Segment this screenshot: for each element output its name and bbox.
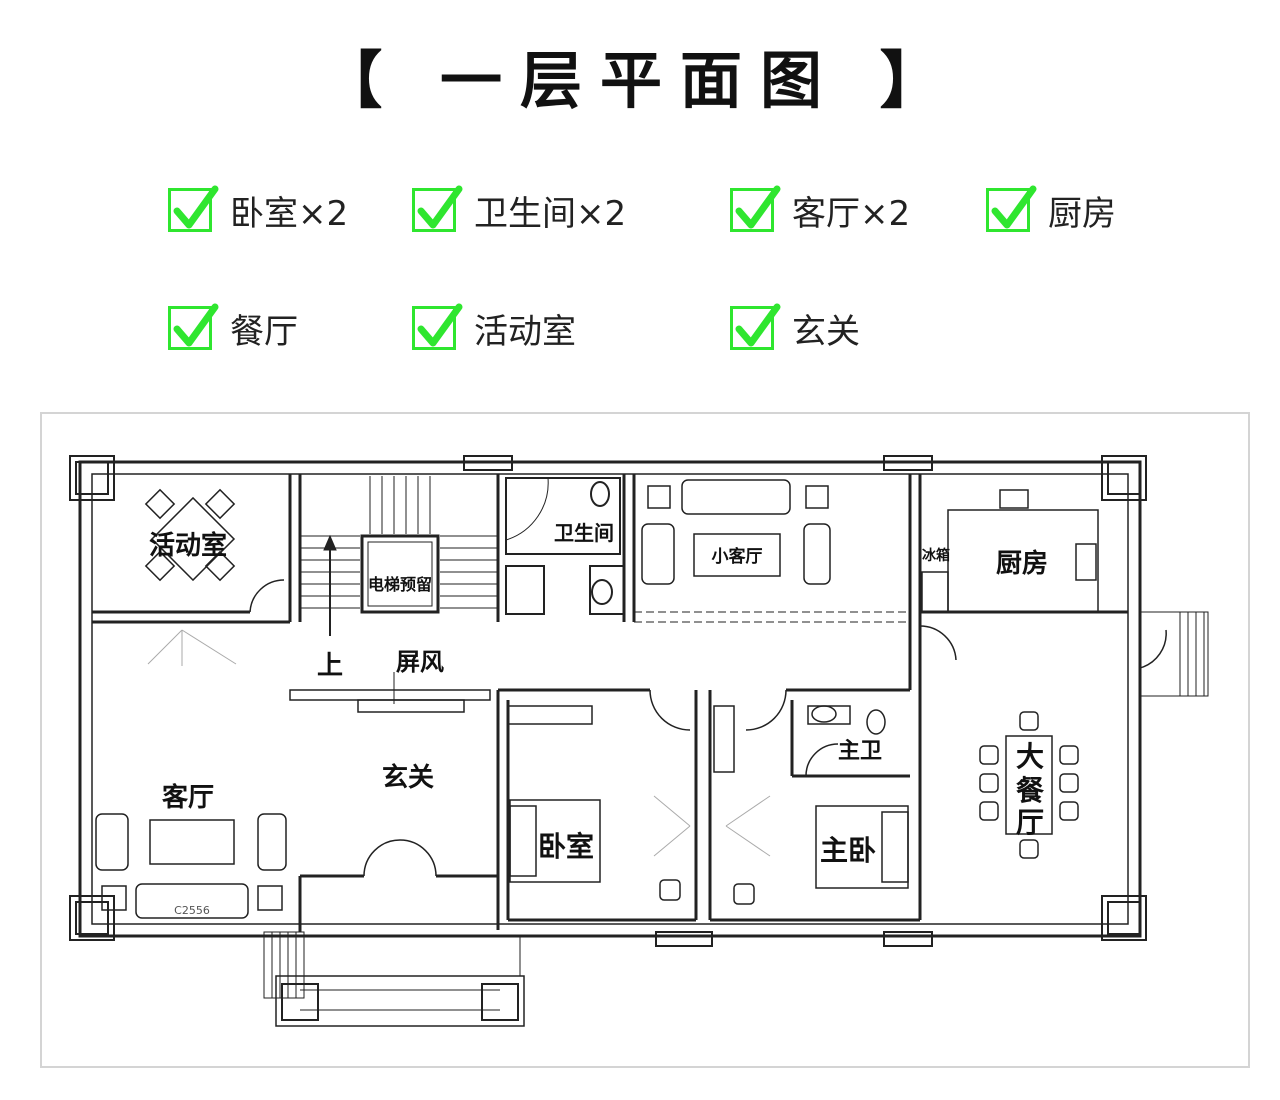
- feature-bathroom: 卫生间×2: [412, 184, 626, 236]
- dining-table: [979, 711, 1079, 859]
- label-bathroom: 卫生间: [554, 521, 614, 545]
- feature-label: 卫生间×2: [474, 193, 627, 234]
- label-fridge: 冰箱: [922, 547, 950, 564]
- label-bedroom: 卧室: [538, 830, 594, 863]
- label-dining-1: 大: [1016, 740, 1044, 773]
- feature-dining: 餐厅: [168, 302, 298, 354]
- label-sofa-tag: C2556: [174, 904, 210, 917]
- feature-label: 客厅×2: [792, 193, 911, 234]
- feature-label: 卧室×2: [230, 193, 349, 234]
- feature-label: 餐厅: [230, 311, 298, 352]
- checkmark-icon: [730, 303, 781, 350]
- exterior-walls: [69, 455, 1147, 947]
- small-living-furniture: [641, 479, 831, 585]
- checkmark-icon: [986, 185, 1037, 232]
- checkmark-icon: [168, 185, 219, 232]
- feature-label: 玄关: [792, 311, 860, 352]
- kitchen-counter: [921, 489, 1099, 613]
- label-foyer: 玄关: [382, 762, 434, 793]
- label-living-room: 客厅: [162, 782, 214, 813]
- light-rays: [147, 629, 771, 857]
- checkmark-icon: [168, 303, 219, 350]
- label-elevator: 电梯预留: [368, 575, 432, 594]
- checkmark-icon: [412, 185, 463, 232]
- feature-bedroom: 卧室×2: [168, 184, 348, 236]
- feature-label: 厨房: [1048, 193, 1116, 234]
- floor-plan: 活动室 电梯预留 卫生间 小客厅 冰箱 厨房 上 屏风 玄关 客厅 卧室 主卫 …: [69, 455, 1209, 1027]
- page-title: 【 一层平面图 】: [320, 44, 960, 117]
- feature-foyer: 玄关: [730, 302, 860, 354]
- feature-living-room: 客厅×2: [730, 184, 910, 236]
- floor-plan-frame: [40, 412, 1250, 1068]
- label-master-bath: 主卫: [838, 739, 882, 764]
- feature-activity-room: 活动室: [412, 302, 576, 354]
- activity-table: [144, 488, 236, 582]
- label-dining-3: 厅: [1016, 806, 1044, 839]
- living-furniture: [95, 813, 287, 919]
- label-small-living: 小客厅: [712, 546, 763, 567]
- label-kitchen: 厨房: [996, 549, 1048, 579]
- checkmark-icon: [412, 303, 463, 350]
- label-stairs-up: 上: [317, 651, 343, 681]
- feature-label: 活动室: [474, 311, 576, 352]
- label-screen: 屏风: [396, 648, 444, 676]
- checkmark-icon: [730, 185, 781, 232]
- label-dining-2: 餐: [1016, 774, 1045, 807]
- label-master-bedroom: 主卧: [820, 834, 876, 867]
- stairs: [300, 476, 498, 636]
- label-activity-room: 活动室: [149, 530, 227, 561]
- bedroom-furniture: [507, 705, 909, 905]
- feature-kitchen: 厨房: [986, 184, 1116, 236]
